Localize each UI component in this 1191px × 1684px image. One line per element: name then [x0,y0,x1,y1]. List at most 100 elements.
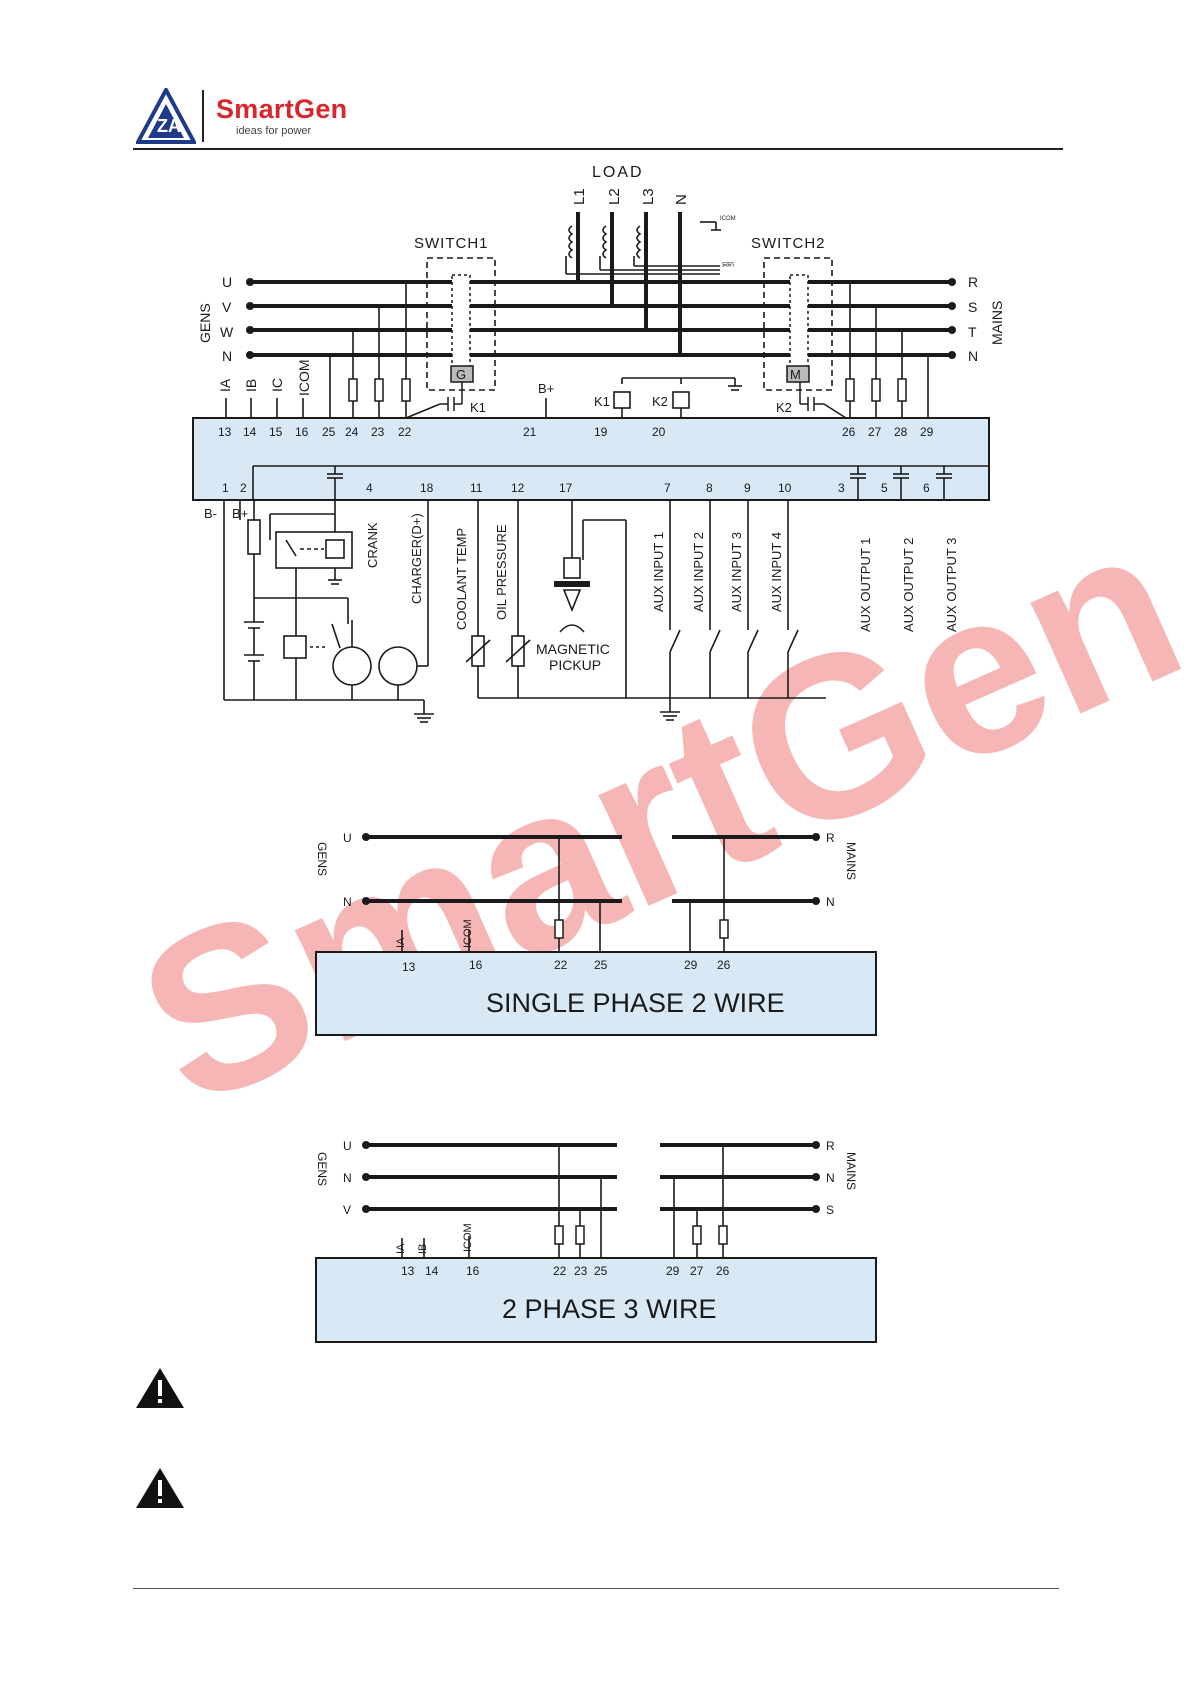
terminal-23: 23 [371,425,385,439]
mains-switch-box [786,365,810,383]
ct-input-ib: IB [243,379,259,392]
tp-phase-u: U [343,1139,352,1153]
terminal-29: 29 [920,425,934,439]
ct-input-ia: IA [217,378,233,392]
switch1-label: SWITCH1 [414,235,489,252]
sp-box [315,951,877,1036]
sp-phase-u: U [343,831,352,845]
mains-phase-n: N [968,348,978,364]
gen-phase-n: N [222,348,232,364]
load-ct-ib: IB [724,262,730,267]
tp-terminal-23: 23 [574,1264,588,1278]
bminus-label: B- [204,506,217,521]
terminal-13: 13 [218,425,232,439]
terminal-27: 27 [868,425,882,439]
sp-terminal-22: 22 [554,958,568,972]
terminal-19: 19 [594,425,608,439]
terminal-12: 12 [511,481,525,495]
gen-phase-v: V [222,299,232,315]
terminal-4: 4 [366,481,373,495]
sp-phase-mn: N [826,895,835,909]
tp-box [315,1257,877,1343]
aux-output-2: AUX OUTPUT 2 [901,538,916,632]
sp-phase-r: R [826,831,835,845]
mid-k1: K1 [594,394,610,409]
watermark: SmartGen [105,473,1191,1155]
switch2-k2: K2 [776,400,792,415]
output-contacts [327,466,952,500]
switch1-k1: K1 [470,400,486,415]
aux-input-3: AUX INPUT 3 [729,532,744,612]
switch-contacts [451,274,809,368]
mains-phase-s: S [968,299,977,315]
terminal-10: 10 [778,481,792,495]
terminal-14: 14 [243,425,257,439]
busbar-dots [246,278,956,359]
terminal-9: 9 [744,481,751,495]
tp-terminal-26: 26 [716,1264,730,1278]
aux-input-2: AUX INPUT 2 [691,532,706,612]
relay-k1-k2 [405,382,847,419]
pickup-label: PICKUP [549,657,601,673]
brand-name: SmartGen [216,94,348,124]
terminal-18: 18 [420,481,434,495]
load-ct-ic: IC [728,262,734,267]
tp-terminals: 13 14 16 22 23 25 29 27 26 [401,1264,730,1278]
aux-input-labels: AUX INPUT 1 AUX INPUT 2 AUX INPUT 3 AUX … [651,532,784,612]
mid-k2: K2 [652,394,668,409]
terminal-22: 22 [398,425,412,439]
tp-terminal-22: 22 [553,1264,567,1278]
aux-input-4: AUX INPUT 4 [769,532,784,612]
terminal-1: 1 [222,481,229,495]
coolant-label: COOLANT TEMP [454,528,469,630]
load-phase-l2: L2 [606,188,623,205]
terminal-2: 2 [240,481,247,495]
terminal-8: 8 [706,481,713,495]
brand-tagline: ideas for power [236,125,312,137]
load-phase-l1: L1 [571,188,588,205]
load-icom-small: ICOM [720,216,736,222]
smartgen-logo-icon: ZA [136,88,196,144]
switch1-box [426,257,496,391]
fuses-top [348,378,907,402]
tp-phase-r: R [826,1139,835,1153]
terminal-20: 20 [652,425,666,439]
tp-ct-ia: IA [395,1243,407,1254]
tp-title: 2 PHASE 3 WIRE [502,1294,717,1324]
sp-terminals: 13 16 22 25 29 26 [402,958,731,974]
load-phase-l3: L3 [640,188,657,205]
charger-label: CHARGER(D+) [409,513,424,604]
oil-label: OIL PRESSURE [494,524,509,620]
terminal-28: 28 [894,425,908,439]
sensing-wires [225,282,929,418]
ct-input-icom: ICOM [296,359,312,396]
bottom-terminals: 1 2 4 18 11 12 17 7 8 9 10 3 5 6 [222,481,930,495]
sp-phase-n: N [343,895,352,909]
tp-phase-s: S [826,1203,834,1217]
page-header: ZA SmartGen ideas for power [130,82,1060,152]
tp-busbars [366,1143,816,1211]
tp-phase-n: N [343,1171,352,1185]
warning-icon [136,1468,184,1508]
busbars [250,280,952,357]
single-phase-diagram: GENS MAINS U N R N IA ICOM [315,831,877,1036]
gen-phase-u: U [222,274,232,290]
gen-switch-letter: G [456,367,466,382]
tp-terminal-13: 13 [401,1264,415,1278]
tp-ct-icom: ICOM [462,1223,474,1252]
header-rule [133,148,1063,150]
tp-terminal-14: 14 [425,1264,439,1278]
switch2-label: SWITCH2 [751,235,826,252]
aux-output-1: AUX OUTPUT 1 [858,538,873,632]
sp-ct-icom: ICOM [462,919,474,948]
load-ct-coils [565,221,721,275]
load-phase-n: N [673,194,690,205]
terminal-24: 24 [345,425,359,439]
aux-input-1: AUX INPUT 1 [651,532,666,612]
controller-box [192,417,990,501]
sp-gens-label: GENS [315,842,329,876]
terminal-3: 3 [838,481,845,495]
tp-phase-mn: N [826,1171,835,1185]
tp-ct-ib: IB [417,1244,429,1254]
